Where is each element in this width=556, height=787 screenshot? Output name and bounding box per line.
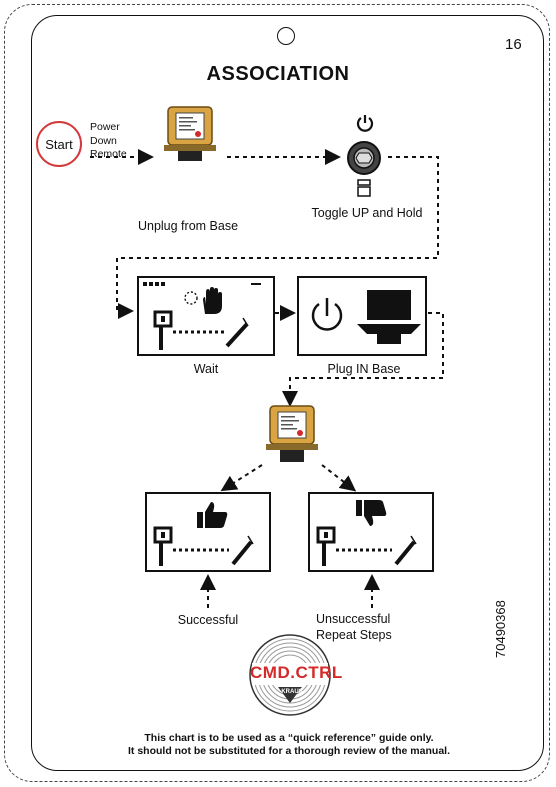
- unsuccessful-label: Unsuccessful Repeat Steps: [316, 611, 426, 644]
- wait-label: Wait: [193, 362, 219, 376]
- logo-brand-text: CMD.CTRL: [250, 663, 343, 682]
- spinner-icon: [184, 291, 198, 305]
- successful-label: Successful: [177, 613, 239, 627]
- remote-device-icon: [266, 405, 318, 462]
- disclaimer-line-1: This chart is to be used as a “quick ref…: [144, 732, 434, 744]
- plug-screen: [297, 276, 427, 356]
- instruction-line-1: Power: [90, 121, 120, 133]
- power-icon: [311, 298, 343, 331]
- power-icon: [356, 115, 374, 132]
- thumbs-up-icon: [197, 502, 228, 528]
- start-label: Start: [45, 136, 73, 152]
- status-bar-icon: [143, 282, 261, 286]
- unsuccessful-line-1: Unsuccessful: [316, 612, 391, 626]
- unplug-label: Unplug from Base: [137, 219, 239, 233]
- reference-card: [31, 15, 544, 771]
- disclaimer: This chart is to be used as a “quick ref…: [60, 732, 518, 758]
- arrow-toggle-to-wait: [116, 156, 439, 319]
- thumbs-down-icon: [356, 500, 387, 526]
- start-node: Start: [36, 121, 82, 167]
- link-diagram-icon: [153, 526, 254, 566]
- unsuccessful-line-2: Repeat Steps: [316, 628, 392, 643]
- page-number: 16: [505, 36, 522, 53]
- link-diagram-icon: [153, 310, 249, 350]
- plug-label: Plug IN Base: [327, 362, 401, 376]
- hand-stop-icon: [203, 287, 222, 314]
- die-cut-outline: [4, 4, 550, 782]
- brand-logo: [249, 634, 331, 716]
- hang-hole: [277, 27, 295, 45]
- toggle-up-icon: [357, 179, 371, 197]
- arrow-device-to-success: [220, 464, 263, 492]
- toggle-switch-icon: [347, 141, 381, 175]
- link-diagram-icon: [316, 526, 417, 566]
- toggle-label: Toggle UP and Hold: [311, 206, 423, 220]
- success-screen: [145, 492, 271, 572]
- wait-screen: [137, 276, 275, 356]
- instruction-line-2: Down: [90, 134, 117, 147]
- fail-screen: [308, 492, 434, 572]
- arrow-device-to-fail: [321, 464, 357, 492]
- disclaimer-line-2: It should not be substituted for a thoro…: [127, 745, 450, 758]
- document-number: 70490368: [493, 600, 508, 658]
- page-title: ASSOCIATION: [206, 63, 350, 85]
- remote-device-icon: [164, 106, 216, 161]
- arrow-plug-to-device: [282, 312, 444, 407]
- logo-badge-text: KRAUS: [281, 689, 303, 695]
- base-device-icon: [357, 290, 421, 344]
